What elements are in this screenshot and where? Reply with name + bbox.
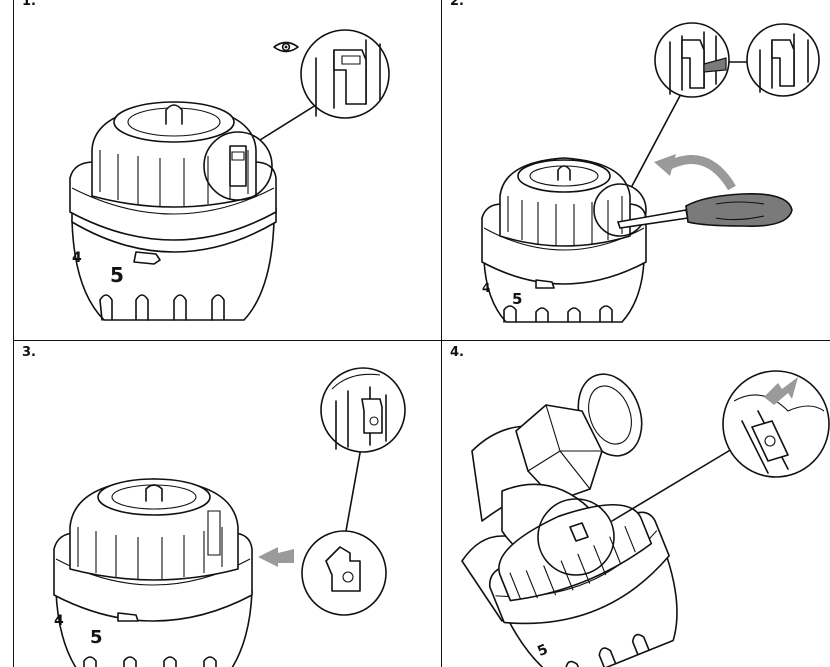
push-arrow [764, 377, 798, 405]
rotate-arrow-head [654, 154, 676, 176]
step-3-label: 3. [22, 345, 36, 360]
step-3-panel: 3. 4 5 [14, 341, 441, 667]
horizontal-divider [13, 340, 830, 341]
step-1-label: 1. [22, 0, 36, 9]
step-2-leader-line [631, 91, 683, 187]
step-4-leader-line [611, 448, 733, 522]
step-4-focus-circle [537, 498, 615, 576]
step-2-dial-mark-4: 4 [482, 281, 490, 295]
step-4-label: 4. [450, 345, 464, 360]
step-4-zoom-detail [722, 370, 830, 478]
step-2-zoom-detail-a [654, 22, 730, 98]
rotate-arrow [661, 155, 736, 191]
step-1-focus-circle [203, 131, 273, 201]
step-2-panel: 2. 4 5 [442, 0, 830, 340]
step-1-zoom-detail [300, 29, 390, 119]
step-1-leader-line [259, 99, 325, 141]
step-1-dial-mark-5: 5 [110, 263, 124, 287]
vertical-divider [441, 0, 442, 667]
step-4-illustration: 5 [461, 370, 830, 667]
clip-icon [569, 522, 589, 542]
eye-icon [273, 41, 299, 53]
step-2-zoom-detail-b [746, 23, 820, 97]
thermostat-head [69, 101, 277, 321]
step-3-illustration: 4 5 [53, 367, 406, 667]
step-1-panel: 1. [14, 0, 441, 340]
step-2-illustration: 4 5 [481, 22, 820, 323]
step-3-zoom-detail [320, 367, 406, 453]
step-3-leader-line [345, 452, 361, 532]
step-1-illustration: 4 5 [69, 29, 390, 321]
step-3-dial-mark-5: 5 [90, 627, 103, 648]
screwdriver-icon [616, 193, 793, 229]
step-2-label: 2. [450, 0, 464, 9]
left-border [13, 0, 14, 667]
thermostat-head [481, 157, 647, 323]
thermostat-head [53, 478, 253, 667]
step-2-dial-mark-5: 5 [512, 290, 522, 308]
step-2-focus-circle [593, 183, 647, 237]
step-3-dial-mark-4: 4 [54, 613, 64, 629]
push-arrow [258, 547, 294, 567]
step-3-clip-detail [301, 530, 387, 616]
step-4-panel: 4. 5 [442, 341, 830, 667]
step-1-dial-mark-4: 4 [72, 250, 82, 266]
